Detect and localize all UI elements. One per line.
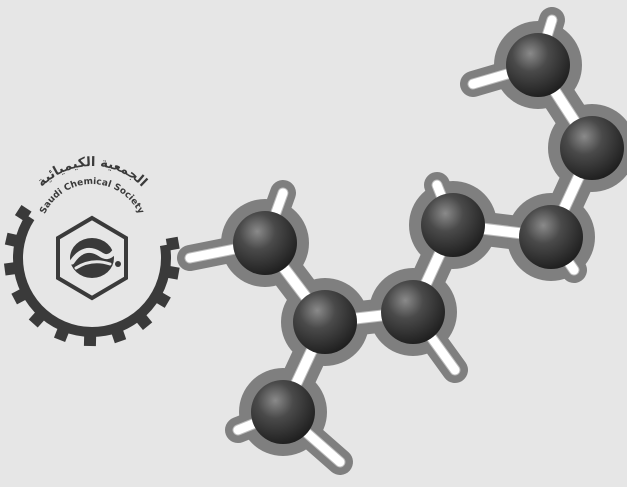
gear-tooth <box>135 313 153 331</box>
gear-tooth <box>14 205 32 222</box>
gear-ring <box>3 179 180 347</box>
gear-tooth <box>110 327 127 344</box>
gear-tooth <box>11 288 28 305</box>
gear-tooth <box>53 326 70 343</box>
gear-tooth <box>154 291 171 308</box>
carbon-atom <box>233 211 297 275</box>
chemical-society-seal-icon: الجمعية الكيميائية Saudi Chemical Societ… <box>3 155 180 347</box>
gear-tooth <box>83 333 97 347</box>
logo-english-text: Saudi Chemical Society <box>38 177 145 216</box>
carbon-atom <box>293 290 357 354</box>
gear-tooth <box>4 232 20 248</box>
carbon-atom <box>560 116 624 180</box>
molecule-atoms <box>233 33 624 444</box>
carbon-atom <box>519 205 583 269</box>
carbon-atom <box>251 380 315 444</box>
carbon-atom <box>421 193 485 257</box>
flask-emblem <box>69 238 121 278</box>
carbon-atom <box>381 280 445 344</box>
gear-ring-body <box>13 179 171 337</box>
gear-tooth <box>165 236 180 251</box>
ball-and-stick-molecule-icon <box>177 7 627 475</box>
carbon-atom <box>506 33 570 97</box>
gear-tooth <box>28 310 46 328</box>
gear-tooth <box>3 262 18 276</box>
gear-tooth <box>165 265 180 280</box>
